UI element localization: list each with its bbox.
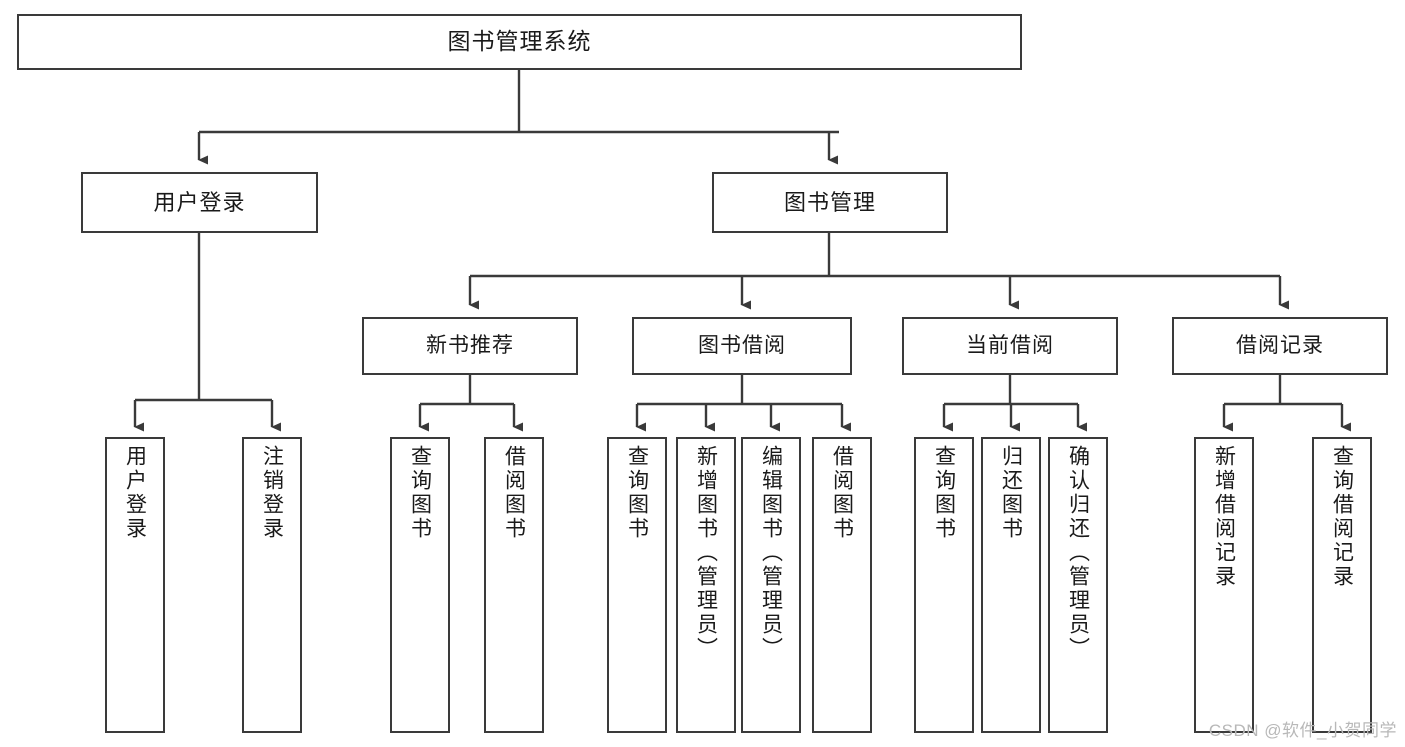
node-book-borrow[interactable]: 图书借阅	[632, 317, 852, 375]
node-user-login[interactable]: 用户登录	[81, 172, 318, 233]
node-label: 新增借阅记录	[1212, 445, 1236, 589]
node-label: 用户登录	[153, 189, 246, 215]
node-label: 确认归还（管理员）	[1066, 445, 1090, 661]
node-new-book-recommend[interactable]: 新书推荐	[362, 317, 578, 375]
node-label: 借阅图书	[830, 445, 854, 541]
node-label: 查询图书	[932, 445, 956, 541]
node-label: 图书借阅	[698, 333, 786, 357]
node-label: 图书管理系统	[447, 28, 592, 55]
node-label: 查询借阅记录	[1330, 445, 1354, 589]
node-label: 图书管理	[783, 189, 876, 215]
leaf-query-borrow-record[interactable]: 查询借阅记录	[1312, 437, 1372, 733]
leaf-query-book-current[interactable]: 查询图书	[914, 437, 974, 733]
node-label: 借阅图书	[502, 445, 526, 541]
node-label: 编辑图书（管理员）	[759, 445, 783, 661]
node-label: 新增图书（管理员）	[694, 445, 718, 661]
node-label: 注销登录	[260, 445, 284, 541]
node-label: 归还图书	[999, 445, 1023, 541]
node-label: 查询图书	[408, 445, 432, 541]
node-label: 当前借阅	[966, 333, 1054, 357]
node-label: 借阅记录	[1236, 333, 1324, 357]
leaf-query-book-borrow[interactable]: 查询图书	[607, 437, 667, 733]
leaf-add-borrow-record[interactable]: 新增借阅记录	[1194, 437, 1254, 733]
node-borrow-record[interactable]: 借阅记录	[1172, 317, 1388, 375]
leaf-borrow-book[interactable]: 借阅图书	[812, 437, 872, 733]
leaf-logout-login[interactable]: 注销登录	[242, 437, 302, 733]
node-label: 用户登录	[123, 445, 147, 541]
leaf-query-book-newbook[interactable]: 查询图书	[390, 437, 450, 733]
leaf-confirm-return-admin[interactable]: 确认归还（管理员）	[1048, 437, 1108, 733]
node-book-management[interactable]: 图书管理	[712, 172, 948, 233]
leaf-return-book[interactable]: 归还图书	[981, 437, 1041, 733]
leaf-borrow-book-newbook[interactable]: 借阅图书	[484, 437, 544, 733]
leaf-edit-book-admin[interactable]: 编辑图书（管理员）	[741, 437, 801, 733]
node-current-borrow[interactable]: 当前借阅	[902, 317, 1118, 375]
node-label: 新书推荐	[426, 333, 514, 357]
leaf-user-login[interactable]: 用户登录	[105, 437, 165, 733]
leaf-add-book-admin[interactable]: 新增图书（管理员）	[676, 437, 736, 733]
node-root-book-management-system[interactable]: 图书管理系统	[17, 14, 1022, 70]
node-label: 查询图书	[625, 445, 649, 541]
